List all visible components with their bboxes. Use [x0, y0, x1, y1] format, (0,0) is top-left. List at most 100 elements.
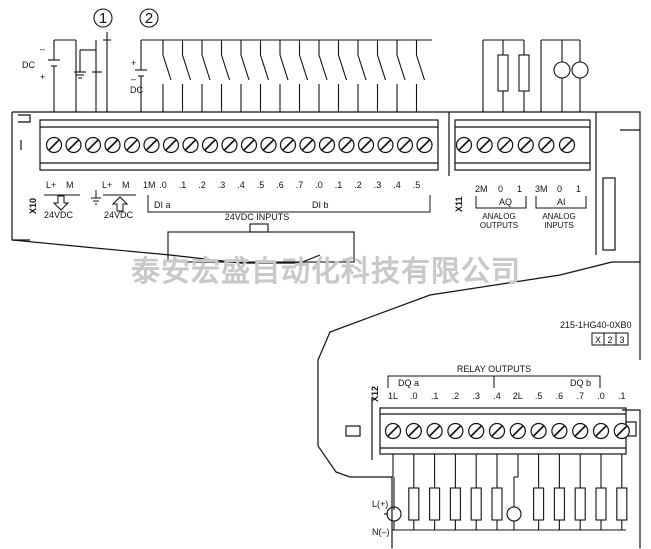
relay-loads — [392, 454, 628, 530]
x10-input-label: .0 — [315, 180, 323, 190]
x10-screw — [65, 136, 82, 154]
x10-screws — [45, 136, 433, 154]
x10-input-label: .7 — [296, 180, 304, 190]
switch-contact — [220, 54, 231, 81]
x11-screw — [558, 136, 576, 154]
x11-brackets — [475, 196, 587, 209]
x12-screw — [384, 422, 402, 440]
x10-input-label: .3 — [374, 180, 382, 190]
x12-term-label: .0 — [410, 391, 418, 401]
svg-text:2: 2 — [607, 335, 612, 345]
x11-aq-label: AQ — [499, 197, 512, 207]
x11-ai-term-3m: 3M — [535, 184, 548, 194]
x10-input-label: .1 — [179, 180, 187, 190]
x10-screw — [396, 136, 414, 154]
x11-ai-label: AI — [557, 197, 566, 207]
x12-term-label: .7 — [576, 391, 584, 401]
x12-term-label: .1 — [618, 391, 626, 401]
x12-term-label: .3 — [472, 391, 480, 401]
x12-group-a: DQ a — [398, 378, 419, 388]
x12-screw — [551, 422, 568, 440]
x10-input-label: .2 — [198, 180, 206, 190]
x10-sensor-m: M — [122, 180, 130, 190]
switch-contact — [259, 54, 270, 81]
switch-contact — [201, 54, 211, 81]
x10-input-label: .3 — [218, 180, 226, 190]
x10-sensor-label: 24VDC — [104, 210, 134, 220]
svg-text:3: 3 — [619, 335, 624, 345]
x10-input-labels: .0.1.2.3.4.5.6.7.0.1.2.3.4.5 — [159, 180, 420, 190]
load-resistor — [595, 487, 607, 521]
x12-term-label: .2 — [452, 391, 460, 401]
x11-screw — [538, 136, 555, 154]
x10-screw — [45, 136, 63, 154]
x11-ai-title-1: ANALOG — [542, 212, 575, 221]
x10-screw — [162, 136, 180, 154]
plus-label-1: + — [40, 72, 45, 82]
x10-screw — [143, 136, 160, 154]
x10-screw — [84, 136, 102, 154]
load-resistor — [408, 487, 420, 521]
x12-title: RELAY OUTPUTS — [457, 364, 531, 374]
svg-text:1: 1 — [99, 10, 107, 27]
switch-contact — [337, 54, 348, 81]
x11-aq-title-2: OUTPUTS — [480, 221, 518, 230]
x10-common-label: 1M — [143, 180, 156, 190]
callout-2: 2 — [139, 8, 159, 28]
x10-sensor-lplus: L+ — [102, 180, 112, 190]
load-resistor — [616, 487, 628, 521]
x10-input-label: .2 — [354, 180, 362, 190]
inputs-tab — [167, 223, 355, 263]
x10-screw — [279, 136, 297, 154]
svg-text:2: 2 — [145, 10, 153, 27]
input-switches — [162, 40, 426, 112]
x10-screw — [123, 136, 141, 154]
x10-screw — [318, 136, 336, 154]
x12-term-label: 1L — [388, 391, 398, 401]
load-resistor — [429, 487, 441, 521]
switch-contact — [357, 54, 367, 81]
x11-screw — [476, 136, 493, 154]
x10-block-label: X10 — [28, 198, 38, 214]
x12-block-label: X12 — [370, 386, 380, 402]
x11-screw — [497, 136, 514, 154]
x12-term-label: .6 — [556, 391, 564, 401]
x10-power-label: 24VDC — [44, 210, 74, 220]
load-resistor — [470, 487, 482, 521]
x11-screw — [517, 136, 534, 154]
x12-screw — [447, 422, 464, 440]
x10-group-a: DI a — [154, 200, 171, 210]
x10-input-label: .5 — [257, 180, 265, 190]
callout-1: 1 — [93, 8, 113, 28]
minus-label-2: – — [131, 74, 136, 84]
ac-l-label: L(+) — [372, 499, 388, 509]
x12-term-label: .1 — [431, 391, 439, 401]
dc-label-2: DC — [130, 85, 143, 95]
x12-term-label: .0 — [597, 391, 605, 401]
switch-contact — [396, 54, 406, 81]
switch-contact — [181, 54, 192, 81]
x11-screws — [455, 136, 576, 154]
x12-screw — [613, 422, 630, 440]
x10-power-symbols — [44, 190, 431, 213]
switch-contact — [318, 54, 328, 81]
x10-screw — [377, 136, 394, 154]
x10-screw — [299, 136, 316, 154]
x10-input-label: .4 — [393, 180, 401, 190]
x11-ai-term-1: 1 — [576, 184, 581, 194]
x11-aq-title-1: ANALOG — [482, 212, 515, 221]
x10-screw — [240, 136, 258, 154]
x10-screw — [260, 136, 277, 154]
x11-screw — [455, 136, 473, 154]
x12-term-label: .5 — [535, 391, 543, 401]
switch-contact — [279, 54, 289, 81]
x12-brackets — [387, 375, 601, 388]
ac-n-label: N(–) — [372, 527, 390, 537]
plus-label-2: + — [131, 58, 136, 68]
switch-contact — [240, 54, 250, 81]
x12-screw — [488, 422, 506, 440]
x12-screw — [572, 422, 589, 440]
x10-terminal-strip — [18, 114, 439, 171]
x11-aq-term-0: 0 — [498, 184, 503, 194]
